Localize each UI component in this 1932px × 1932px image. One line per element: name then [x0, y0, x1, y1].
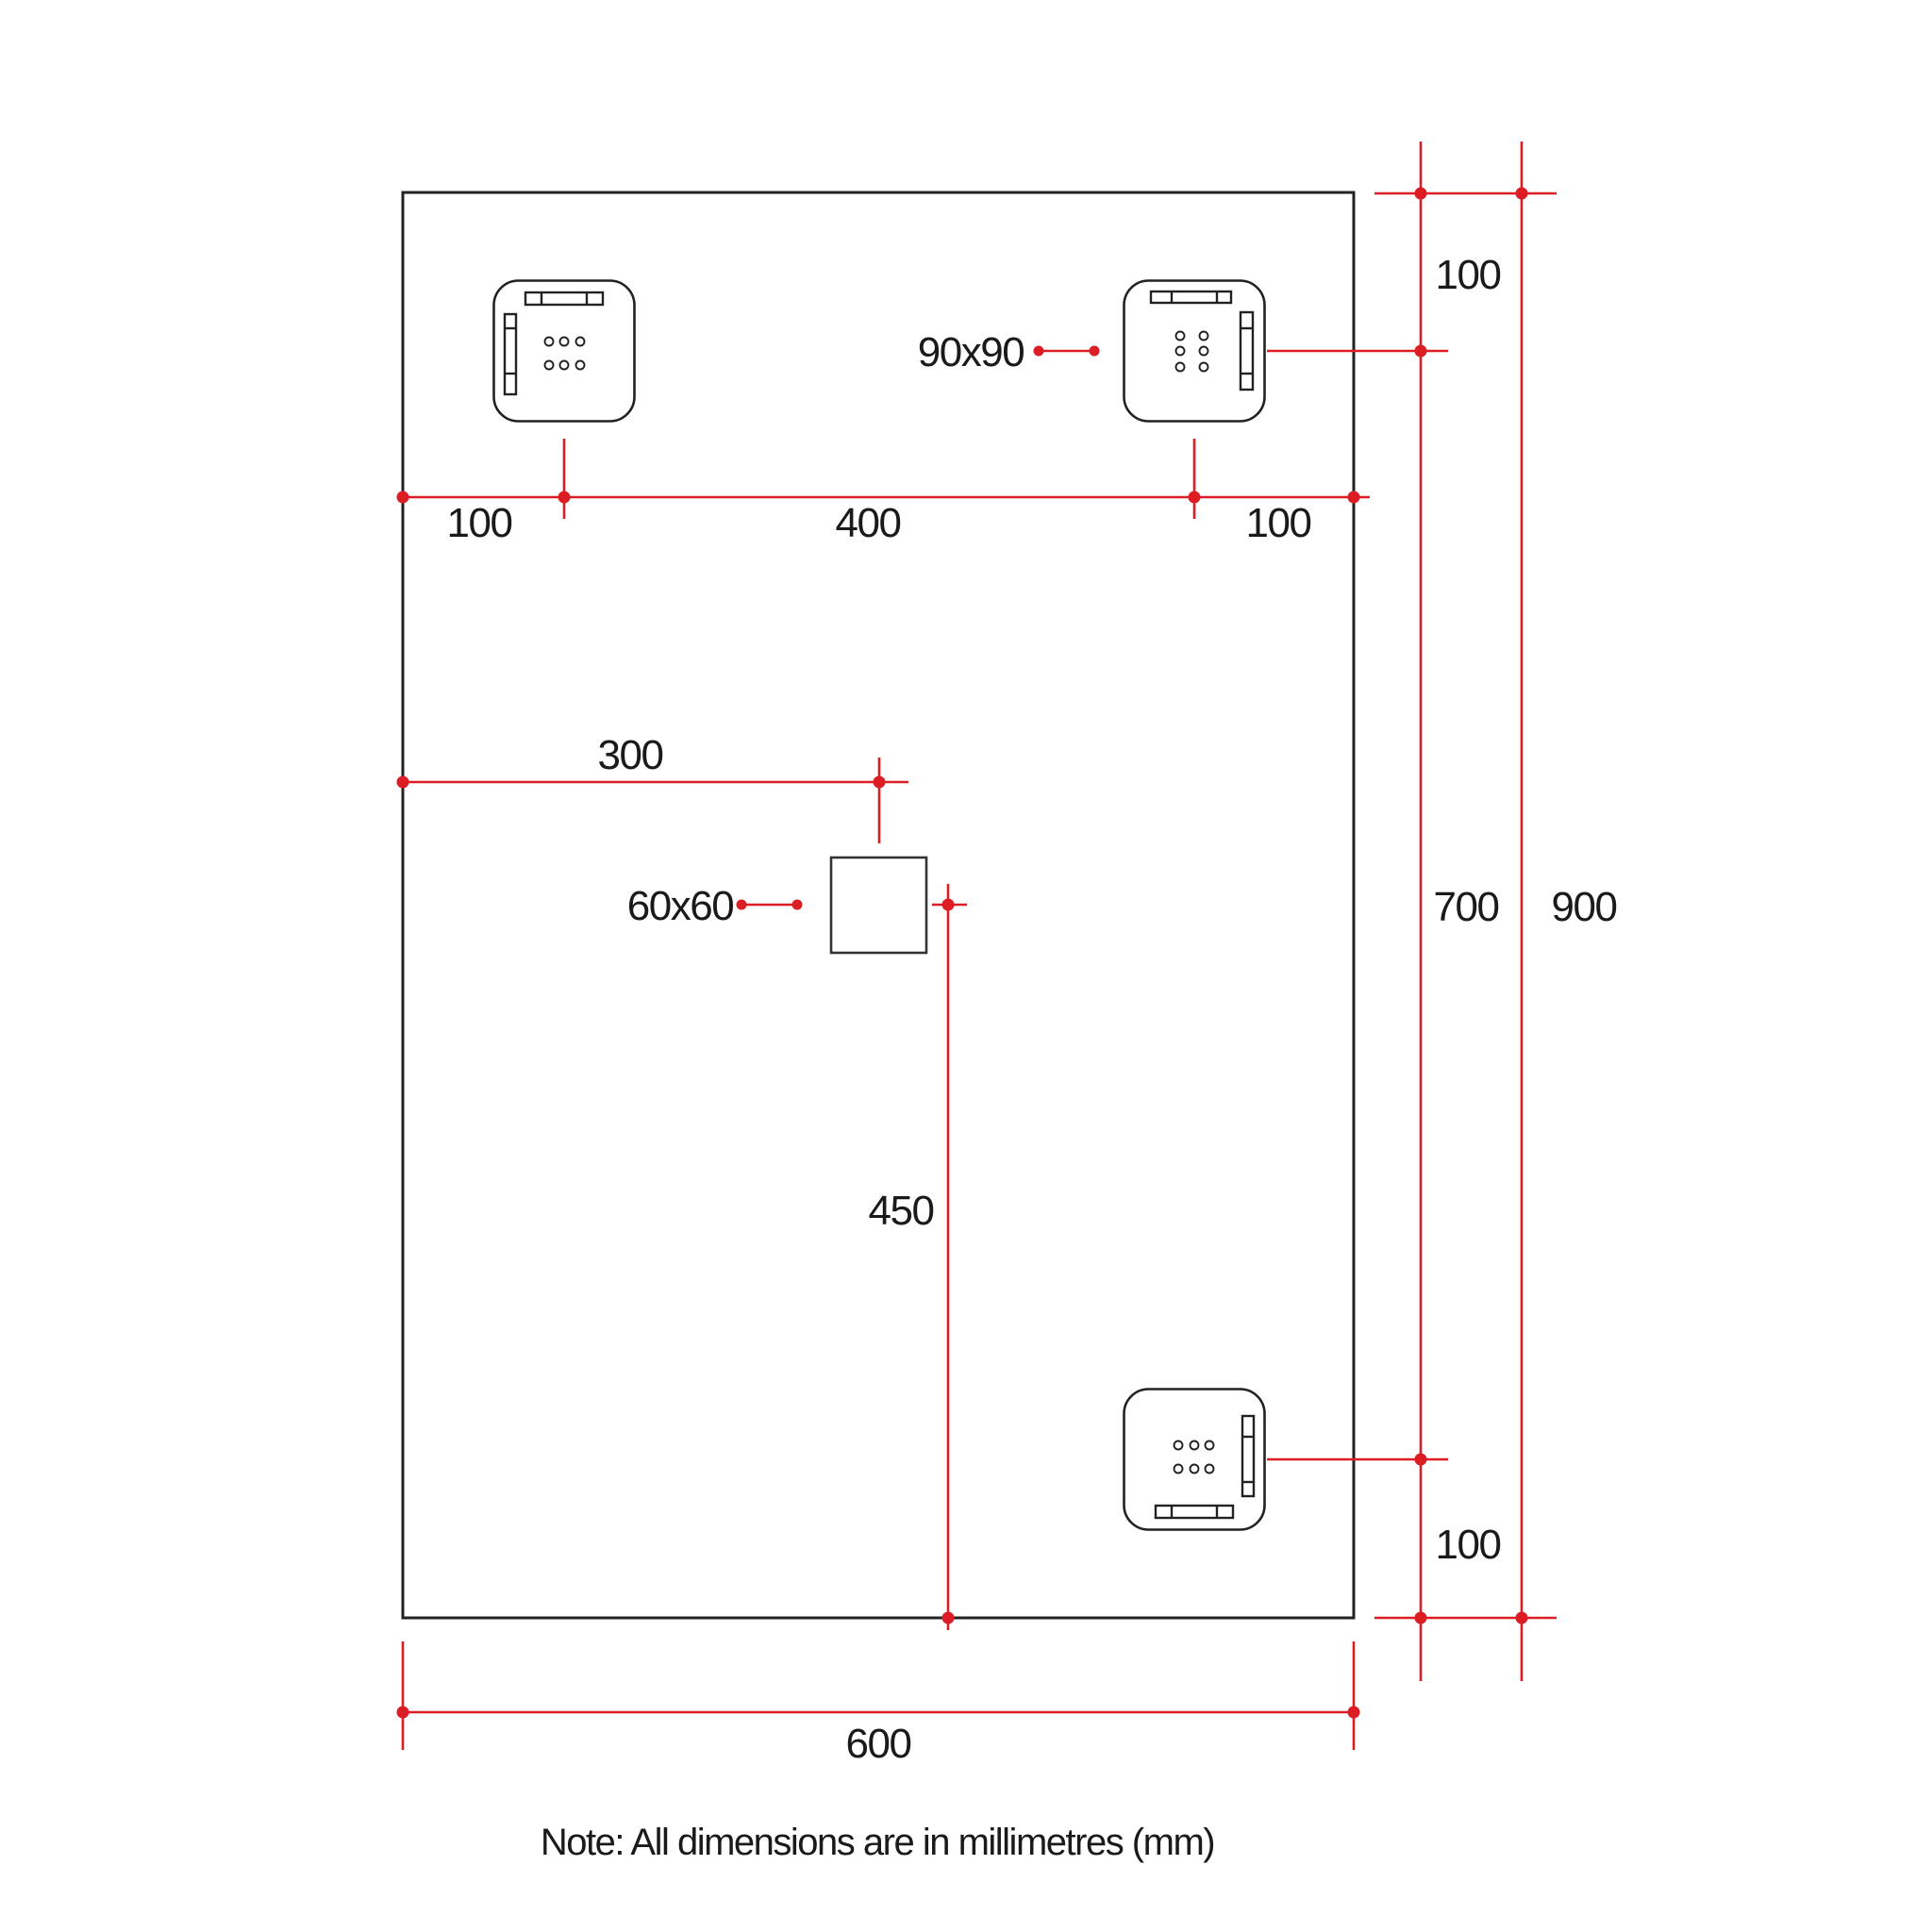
mounting-bracket-bottom-right: [1123, 1388, 1266, 1531]
dimension-labels: 100 400 100 90x90 300 60x60 450 600 100 …: [447, 252, 1618, 1863]
leader-cutout-size: [736, 899, 803, 910]
units-note: Note: All dimensions are in millimetres …: [541, 1822, 1214, 1863]
dim-label-right-span: 700: [1434, 884, 1499, 930]
dim-label-cutout-size: 60x60: [627, 883, 733, 929]
cutout-square: [829, 856, 928, 955]
dimension-line-right-chain: [1267, 142, 1557, 1681]
dim-label-right-offset-top: 100: [1436, 252, 1501, 298]
dim-label-top-offset-left: 100: [447, 500, 512, 546]
panel-outline: [401, 191, 1356, 1620]
dim-label-panel-width: 600: [846, 1721, 911, 1767]
dim-label-right-offset-bottom: 100: [1436, 1522, 1501, 1568]
dim-label-bracket-size: 90x90: [918, 329, 1024, 375]
mounting-bracket-top-left: [492, 279, 636, 423]
dim-label-cutout-bottom: 450: [869, 1188, 934, 1234]
dimension-line-top-chain: [396, 439, 1370, 519]
leader-bracket-size: [1033, 345, 1100, 357]
dimension-line-cutout-left: [396, 758, 908, 843]
mounting-bracket-top-right: [1123, 279, 1266, 423]
dimension-graphics: [396, 142, 1557, 1750]
dimension-line-cutout-bottom: [932, 884, 967, 1630]
dim-label-panel-height: 900: [1552, 884, 1617, 930]
dimension-line-panel-width: [396, 1641, 1360, 1750]
dim-label-top-offset-right: 100: [1246, 500, 1311, 546]
dim-label-cutout-left: 300: [598, 732, 663, 778]
dim-label-top-span: 400: [836, 500, 901, 546]
